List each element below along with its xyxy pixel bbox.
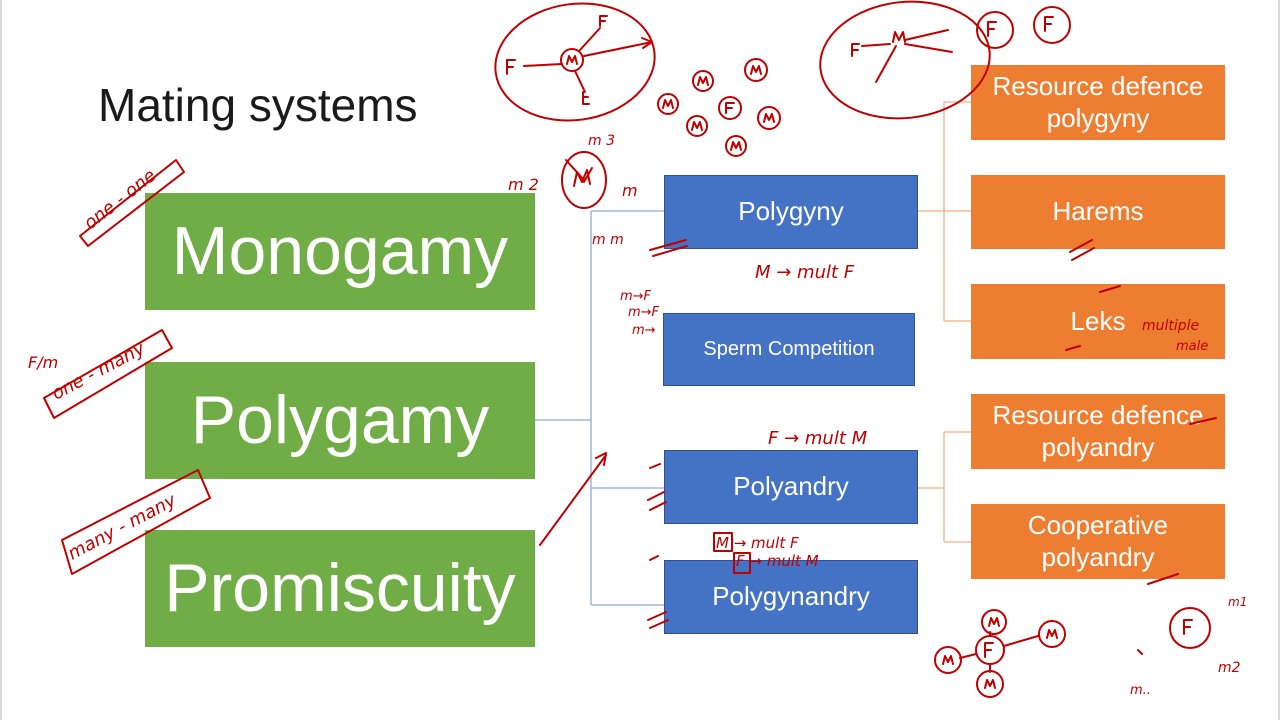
cooperative-polyandry-box: Cooperative polyandry — [971, 504, 1225, 579]
harems-label: Harems — [1052, 196, 1144, 227]
svg-text:m 2: m 2 — [508, 175, 539, 194]
svg-text:one - many: one - many — [48, 338, 148, 405]
female-centered-sketch: m1 m2 m.. — [934, 595, 1247, 698]
sperm-competition-box: Sperm Competition — [663, 313, 915, 386]
circle-cluster — [657, 58, 781, 157]
polygynandry-label: Polygynandry — [712, 581, 870, 612]
polygyny-label: Polygyny — [738, 196, 844, 227]
polygynandry-box: Polygynandry — [664, 560, 918, 634]
svg-text:F → mult M: F → mult M — [768, 428, 868, 449]
svg-text:m 3: m 3 — [588, 133, 615, 149]
svg-text:m..: m.. — [1130, 683, 1151, 698]
cooperative-polyandry-label: Cooperative polyandry — [1027, 509, 1169, 572]
svg-text:M → mult F: M → mult F — [755, 262, 855, 283]
polygamy-box: Polygamy — [145, 362, 535, 479]
slide-title: Mating systems — [98, 79, 418, 131]
resource-defence-polygyny-label: Resource defence polygyny — [992, 70, 1204, 133]
svg-text:m2: m2 — [1218, 660, 1241, 676]
promiscuity-box: Promiscuity — [145, 530, 535, 647]
monogamy-box: Monogamy — [145, 193, 535, 310]
svg-text:M → mult F: M → mult F — [716, 534, 799, 552]
polyandry-label: Polyandry — [733, 471, 849, 502]
slide-left-border — [0, 0, 2, 720]
leks-box: Leks — [971, 284, 1225, 359]
slide-right-border — [1278, 0, 1280, 720]
svg-text:m: m — [622, 181, 638, 200]
svg-text:m1: m1 — [1228, 595, 1247, 609]
mating-sketch-left — [494, 2, 656, 122]
svg-text:m→F: m→F — [628, 305, 660, 320]
promiscuity-label: Promiscuity — [164, 550, 516, 627]
polyandry-box: Polyandry — [664, 450, 918, 524]
resource-defence-polygyny-box: Resource defence polygyny — [971, 65, 1225, 140]
svg-text:F/m: F/m — [28, 353, 58, 372]
svg-text:m m: m m — [592, 232, 624, 248]
resource-defence-polyandry-box: Resource defence polyandry — [971, 394, 1225, 469]
leks-label: Leks — [1070, 305, 1126, 336]
svg-text:m→: m→ — [632, 323, 656, 338]
polygyny-box: Polygyny — [664, 175, 918, 249]
sperm-competition-label: Sperm Competition — [703, 338, 875, 361]
resource-defence-polyandry-label: Resource defence polyandry — [992, 399, 1204, 462]
monogamy-label: Monogamy — [171, 213, 509, 290]
svg-text:m→F: m→F — [620, 289, 652, 304]
harems-box: Harems — [971, 175, 1225, 249]
polygamy-label: Polygamy — [190, 382, 490, 459]
